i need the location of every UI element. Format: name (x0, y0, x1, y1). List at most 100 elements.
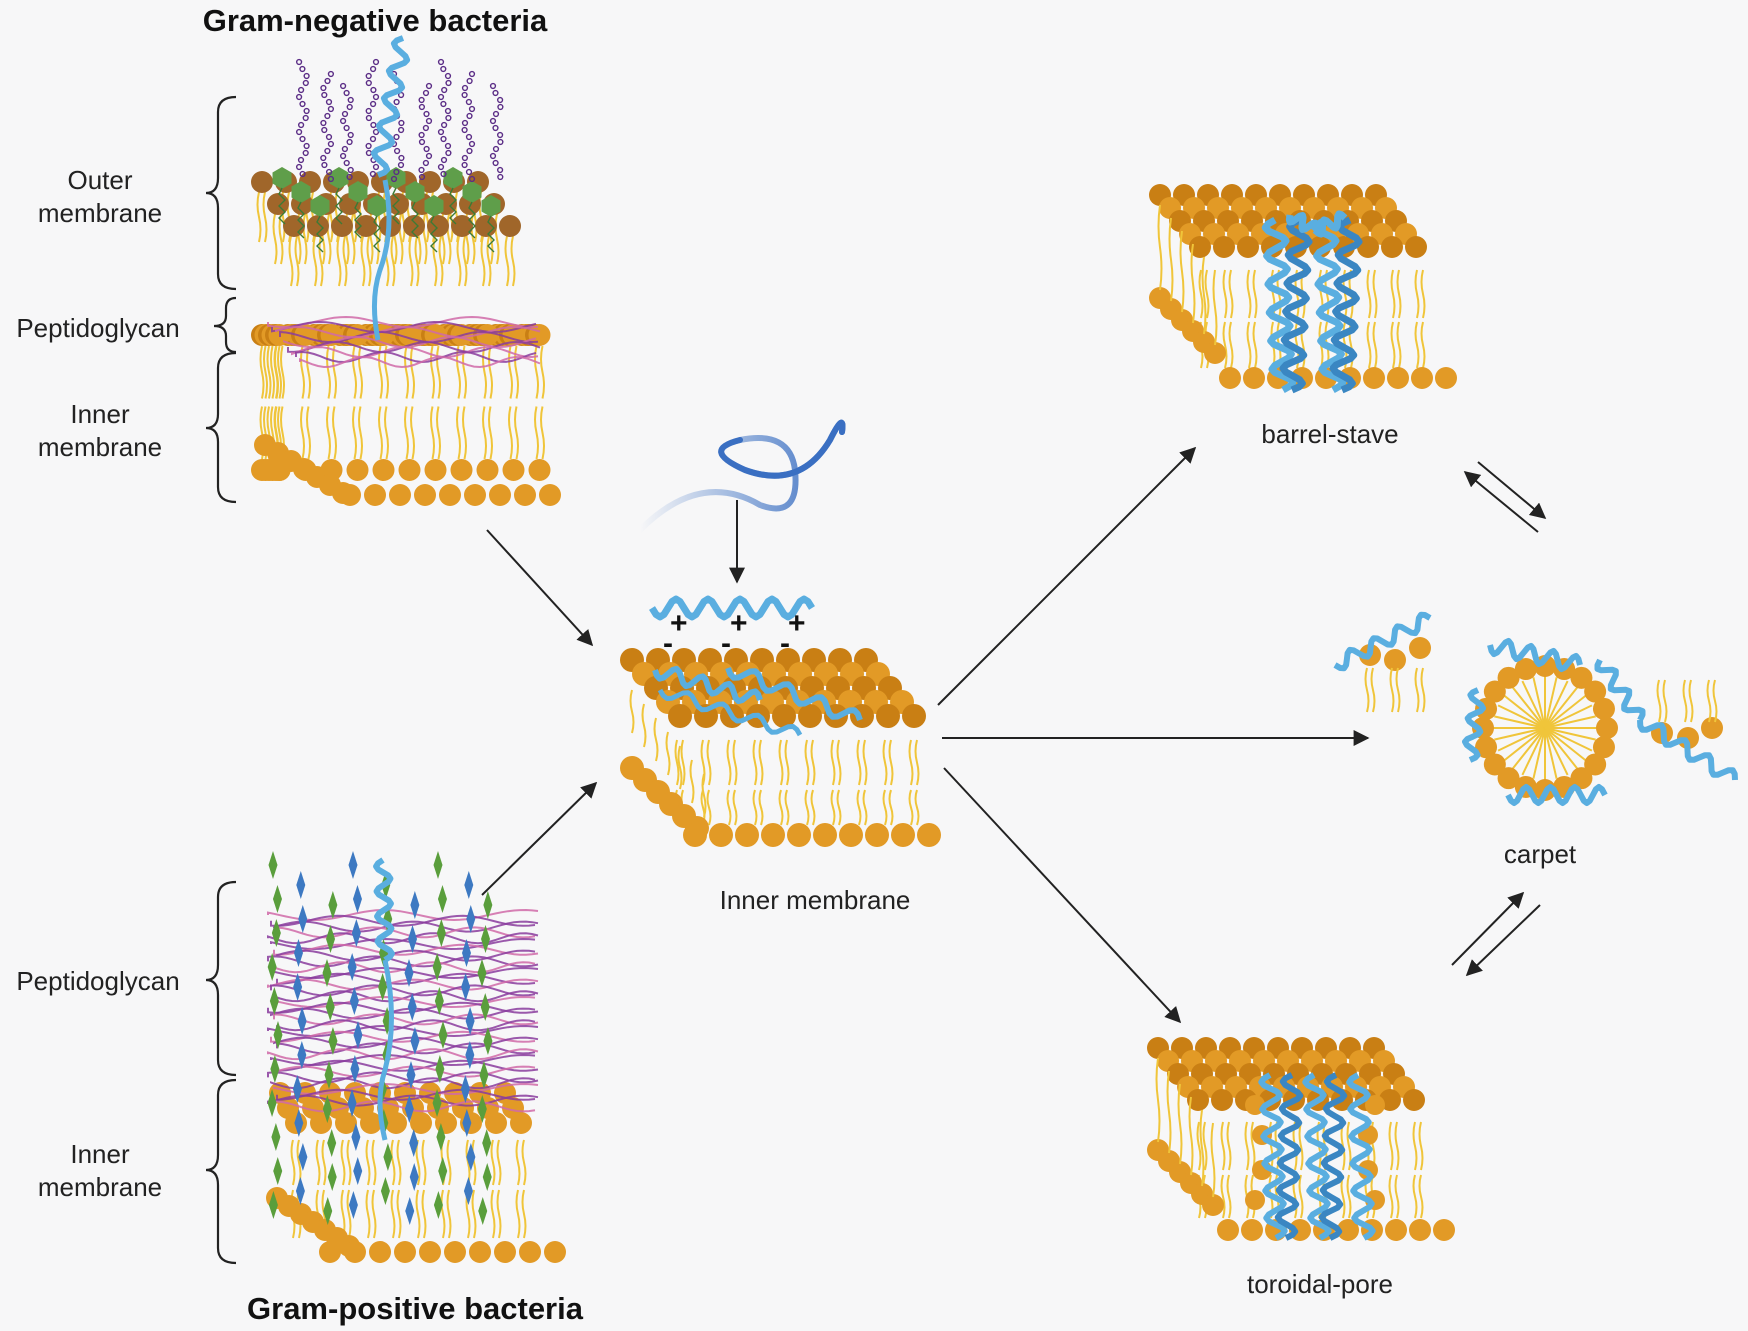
o-antigen-chain (365, 58, 380, 178)
o-antigen-bead (347, 96, 354, 104)
lipid-head (435, 1112, 457, 1134)
o-antigen-bead (418, 166, 425, 174)
lipid-tail (371, 1139, 377, 1186)
lipid-head (1405, 236, 1427, 258)
lipid-tail (1346, 1174, 1352, 1219)
peptide-helix-surface (649, 595, 815, 621)
lipid-tail (280, 345, 285, 399)
o-antigen-bead (320, 154, 327, 162)
lps-lipid-a-chain (373, 215, 381, 253)
o-antigen-bead (296, 93, 303, 101)
lipid-head (1211, 1089, 1233, 1111)
lipid-tail (882, 789, 888, 826)
lipid-tail (1414, 667, 1420, 713)
o-antigen-bead (302, 149, 309, 157)
teichoic-acid-unit (326, 925, 336, 953)
lipid-tail (540, 406, 545, 460)
lipid-tail (396, 1139, 402, 1186)
teichoic-acid-unit (325, 993, 335, 1021)
lipid-tail (396, 1189, 402, 1239)
o-antigen-bead (369, 170, 377, 178)
lipid-tail (1396, 321, 1402, 369)
lipid-tail (1190, 243, 1196, 324)
peptide-helix-barrel (1311, 216, 1347, 394)
lipid-tail (752, 789, 758, 826)
lipid-tail (488, 406, 493, 460)
o-antigen-bead (347, 166, 354, 174)
lipid-tail (360, 235, 366, 287)
gram-negative-envelope (251, 35, 561, 506)
o-antigen-bead (497, 166, 504, 174)
teichoic-acid-unit (460, 1075, 470, 1103)
o-antigen-bead (444, 72, 452, 80)
o-antigen-chain (461, 70, 476, 183)
o-antigen-bead (465, 168, 473, 176)
label-carpet: carpet (1503, 839, 1577, 869)
lipid-tail (1244, 1121, 1250, 1171)
lipid-tail (378, 406, 383, 460)
lipid-tail (1204, 269, 1210, 319)
lipid-tail (1298, 1121, 1304, 1171)
lps-lipid-head (403, 215, 425, 237)
teichoic-acid-unit (407, 993, 417, 1021)
lipid-tail (1246, 269, 1252, 319)
lps-lipid-a-chain (430, 215, 438, 253)
lipid-tail (1395, 667, 1401, 713)
lipid-tail (830, 789, 836, 826)
teichoic-acid-unit (347, 1089, 357, 1117)
lipid-head (1189, 236, 1211, 258)
lipid-tail (1212, 269, 1218, 346)
charge-plus-2: + (730, 607, 748, 640)
peptidoglycan-strand (295, 350, 537, 364)
lipid-tail (508, 345, 513, 399)
title-gram-positive: Gram-positive bacteria (247, 1291, 583, 1326)
lps-lipid-a-chain (335, 187, 343, 225)
lipid-tail (1412, 1174, 1418, 1219)
lipid-tail (390, 1139, 396, 1186)
teichoic-acid-unit (404, 1095, 414, 1123)
o-antigen-bead (321, 91, 328, 99)
lipid-head (917, 823, 941, 847)
o-antigen-bead (365, 79, 372, 87)
teichoic-acid-unit (271, 1123, 281, 1151)
lipid-head (1187, 1089, 1209, 1111)
lipid-tail (294, 235, 300, 287)
o-antigen-bead (372, 93, 380, 101)
peptidoglycan-strand (267, 978, 539, 991)
charges: + + + - - - (663, 607, 806, 660)
lipid-head (394, 1241, 416, 1263)
teichoic-acid-unit (462, 1109, 472, 1137)
lipid-head (865, 823, 889, 847)
lipid-tail (888, 789, 894, 826)
peptide-helix-barrel (1329, 216, 1363, 394)
o-antigen-bead (398, 119, 405, 127)
peptide-helix-carpet (1594, 658, 1646, 722)
peptidoglycan-strand (267, 955, 539, 968)
lipid-tail (1372, 321, 1378, 369)
charge-minus-1: - (663, 627, 673, 660)
teichoic-acid-unit (482, 1129, 492, 1157)
lipid-tail (653, 717, 659, 762)
lps-lipid-a-chain (278, 187, 286, 225)
lipid-head (798, 704, 822, 728)
teichoic-acid-unit (348, 851, 358, 879)
lipid-tail (315, 1139, 321, 1186)
lipid-head (489, 484, 511, 506)
lipid-tail (810, 789, 816, 826)
lipid-tail (278, 213, 284, 265)
peptidoglycan-strand (291, 345, 539, 359)
lipid-tail (830, 739, 836, 786)
lipid-tail (674, 739, 680, 786)
o-antigen-bead (298, 86, 305, 94)
teichoic-acid-unit (461, 973, 471, 1001)
lps-sugar-hexagon (367, 195, 387, 217)
micelle-lipid-tail (1497, 727, 1546, 752)
o-antigen-bead (397, 161, 405, 169)
teichoic-acid-unit (328, 1027, 338, 1055)
o-antigen-bead (492, 145, 500, 153)
lipid-head (1409, 637, 1431, 659)
lipid-head (439, 484, 461, 506)
o-antigen-bead (418, 131, 425, 139)
label-inner-membrane-pos: Inner membrane (37, 1139, 163, 1202)
o-antigen-bead (303, 72, 310, 80)
